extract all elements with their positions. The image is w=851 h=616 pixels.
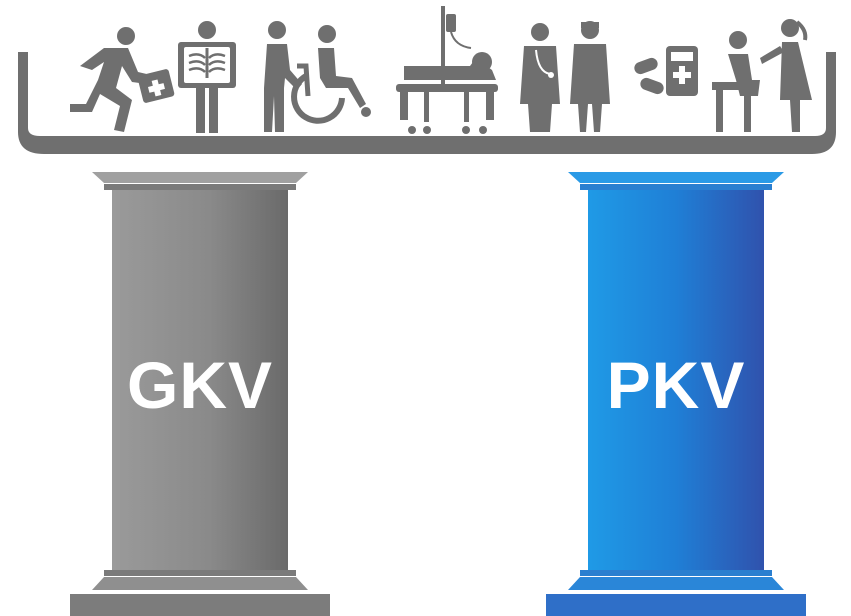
pkv-label: PKV	[606, 348, 746, 422]
pkv-pillar	[546, 172, 806, 616]
gkv-label: GKV	[126, 348, 274, 422]
running-person-with-first-aid-kit-icon	[70, 27, 175, 132]
doctor-examining-patient-icon	[712, 19, 812, 132]
tray-shelf	[18, 52, 836, 154]
doctor-and-surgeon-icon	[520, 21, 610, 132]
gkv-pillar	[70, 172, 330, 616]
hospital-bed-with-iv-drip-icon	[396, 6, 498, 134]
caregiver-pushing-wheelchair-icon	[264, 21, 371, 132]
chest-xray-icon	[178, 21, 236, 133]
medicine-pills-icon	[634, 46, 698, 96]
